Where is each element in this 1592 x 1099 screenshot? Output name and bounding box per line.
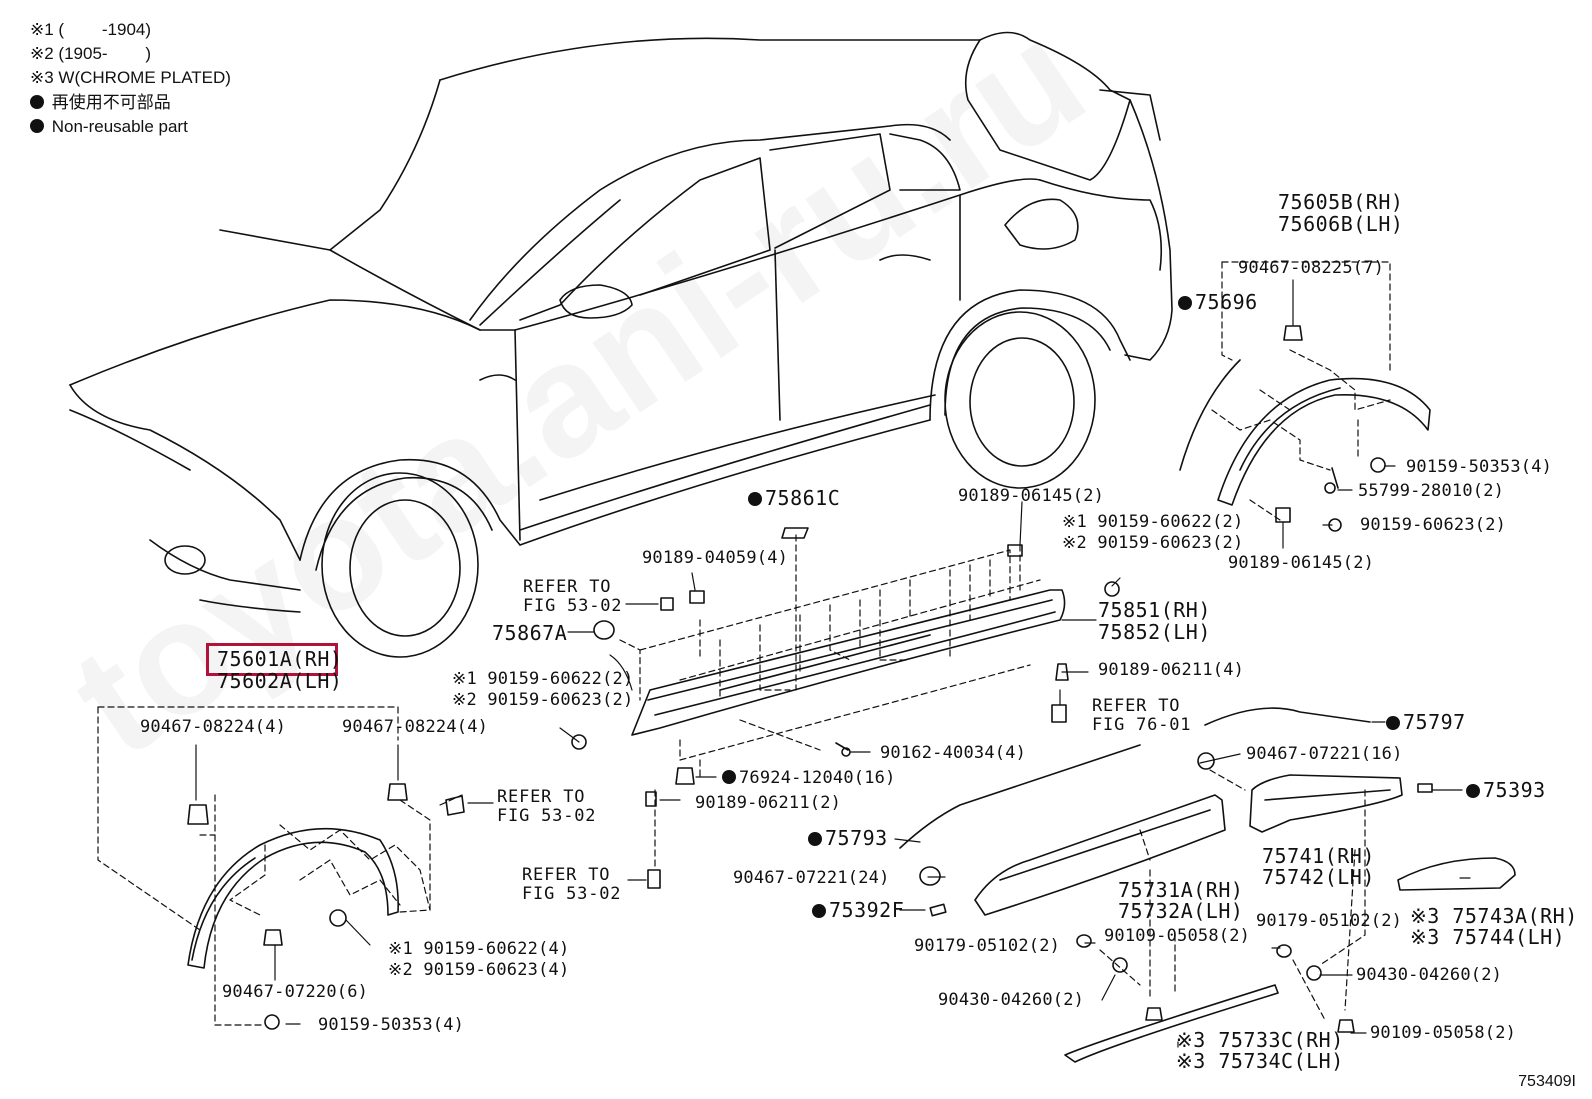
figure-number: 753409I <box>1518 1073 1576 1090</box>
nonreusable-jp-text: 再使用不可部品 <box>51 93 171 112</box>
part-label[interactable]: ※3 75734C(LH) <box>1176 1049 1344 1073</box>
part-label[interactable]: 75741(RH) <box>1262 844 1375 868</box>
part-label[interactable]: 75742(LH) <box>1262 865 1375 889</box>
legend-nonreusable-jp: 再使用不可部品 <box>30 93 171 113</box>
legend-note-3: ※3 W(CHROME PLATED) <box>30 68 231 87</box>
part-label[interactable]: ※2 90159-60623(2) <box>1062 533 1244 553</box>
part-label[interactable]: ※3 75733C(RH) <box>1176 1028 1344 1052</box>
refer-to-fig-link[interactable]: REFER TO FIG 53-02 <box>522 865 622 904</box>
part-label[interactable]: 90189-06145(2) <box>958 486 1105 506</box>
legend-note-2: ※2 (1905- ) <box>30 44 152 63</box>
part-label[interactable]: 90467-08224(4) <box>140 717 287 737</box>
rear-arch-bracket-lines <box>1211 261 1391 521</box>
rocker-bracket-lines <box>619 534 1041 871</box>
part-label[interactable]: ※3 75743A(RH) <box>1410 904 1578 928</box>
part-label[interactable]: 75852(LH) <box>1098 620 1211 644</box>
part-label[interactable]: 90430-04260(2) <box>1356 965 1503 985</box>
part-label[interactable]: ※1 90159-60622(2) <box>1062 512 1244 532</box>
nonreusable-dot-icon <box>808 832 822 846</box>
nonreusable-dot-icon <box>812 904 826 918</box>
nonreusable-dot-icon <box>722 770 736 784</box>
part-label[interactable]: 90430-04260(2) <box>938 990 1085 1010</box>
part-label[interactable]: 75602A(LH) <box>217 669 343 693</box>
part-label[interactable]: ※2 90159-60623(4) <box>388 960 570 980</box>
front-arch-molding <box>187 827 399 969</box>
part-label[interactable]: ※2 90159-60623(2) <box>452 690 634 710</box>
part-label-nonreusable[interactable]: 76924-12040(16) <box>722 768 896 788</box>
nonreusable-dot-icon <box>748 492 762 506</box>
part-label-nonreusable[interactable]: 75793 <box>808 828 888 848</box>
part-label[interactable]: 75851(RH) <box>1098 598 1211 622</box>
rear-arch-molding <box>1179 359 1431 506</box>
part-label-nonreusable[interactable]: 75696 <box>1178 292 1258 312</box>
part-label-selected[interactable]: 75601A(RH) <box>217 647 343 671</box>
rocker-fasteners <box>571 527 1120 889</box>
nonreusable-dot-icon <box>1178 296 1192 310</box>
part-label[interactable]: 90467-07220(6) <box>222 982 369 1002</box>
lower-right-parts <box>899 707 1516 1063</box>
part-label[interactable]: 90189-04059(4) <box>642 548 789 568</box>
refer-to-fig-link[interactable]: REFER TO FIG 53-02 <box>523 577 623 616</box>
legend-note-1: ※1 ( -1904) <box>30 20 152 39</box>
part-label[interactable]: 90467-08224(4) <box>342 717 489 737</box>
part-label[interactable]: 90467-08225(7) <box>1238 258 1385 278</box>
part-label[interactable]: 75731A(RH) <box>1118 878 1244 902</box>
part-label[interactable]: 90467-07221(24) <box>733 868 890 888</box>
part-label-nonreusable[interactable]: 75393 <box>1466 780 1546 800</box>
vehicle-outline <box>69 31 1173 658</box>
leader-lines <box>195 279 1471 1048</box>
nonreusable-dot-icon <box>30 119 44 133</box>
part-label[interactable]: 90189-06145(2) <box>1228 553 1375 573</box>
front-arch-bracket-lines <box>97 706 463 1026</box>
part-label[interactable]: ※3 75744(LH) <box>1410 925 1566 949</box>
part-label[interactable]: 90159-60623(2) <box>1360 515 1507 535</box>
part-label-nonreusable[interactable]: 75797 <box>1386 712 1466 732</box>
part-label[interactable]: 90109-05058(2) <box>1370 1023 1517 1043</box>
refer-to-fig-link[interactable]: REFER TO FIG 53-02 <box>497 787 597 826</box>
part-label[interactable]: 75606B(LH) <box>1278 212 1404 236</box>
nonreusable-en-text: Non-reusable part <box>51 117 188 136</box>
part-label[interactable]: 90179-05102(2) <box>1256 911 1403 931</box>
nonreusable-dot-icon <box>1466 784 1480 798</box>
refer-to-fig-link[interactable]: REFER TO FIG 76-01 <box>1092 696 1192 735</box>
part-label[interactable]: 90109-05058(2) <box>1104 926 1251 946</box>
part-label[interactable]: ※1 90159-60622(2) <box>452 669 634 689</box>
part-label[interactable]: 90159-50353(4) <box>1406 457 1553 477</box>
part-label[interactable]: ※1 90159-60622(4) <box>388 939 570 959</box>
lower-right-leader-lines <box>1099 769 1366 1021</box>
part-label[interactable]: 90179-05102(2) <box>914 936 1061 956</box>
nonreusable-dot-icon <box>1386 716 1400 730</box>
part-label[interactable]: 75867A <box>492 621 568 645</box>
part-label-nonreusable[interactable]: 75392F <box>812 900 904 920</box>
rocker-molding <box>631 589 1066 736</box>
front-arch-fasteners <box>187 783 465 1030</box>
part-label-nonreusable[interactable]: 75861C <box>748 488 840 508</box>
part-label[interactable]: 90159-50353(4) <box>318 1015 465 1035</box>
part-label[interactable]: 90189-06211(4) <box>1098 660 1245 680</box>
selected-part-highlight <box>206 643 338 676</box>
nonreusable-dot-icon <box>30 95 44 109</box>
part-label[interactable]: 75732A(LH) <box>1118 899 1244 923</box>
part-label[interactable]: 75605B(RH) <box>1278 190 1404 214</box>
part-label[interactable]: 90189-06211(2) <box>695 793 842 813</box>
part-label[interactable]: 90467-07221(16) <box>1246 744 1403 764</box>
part-label[interactable]: 55799-28010(2) <box>1358 481 1505 501</box>
part-label[interactable]: 90162-40034(4) <box>880 743 1027 763</box>
legend-nonreusable-en: Non-reusable part <box>30 117 188 137</box>
